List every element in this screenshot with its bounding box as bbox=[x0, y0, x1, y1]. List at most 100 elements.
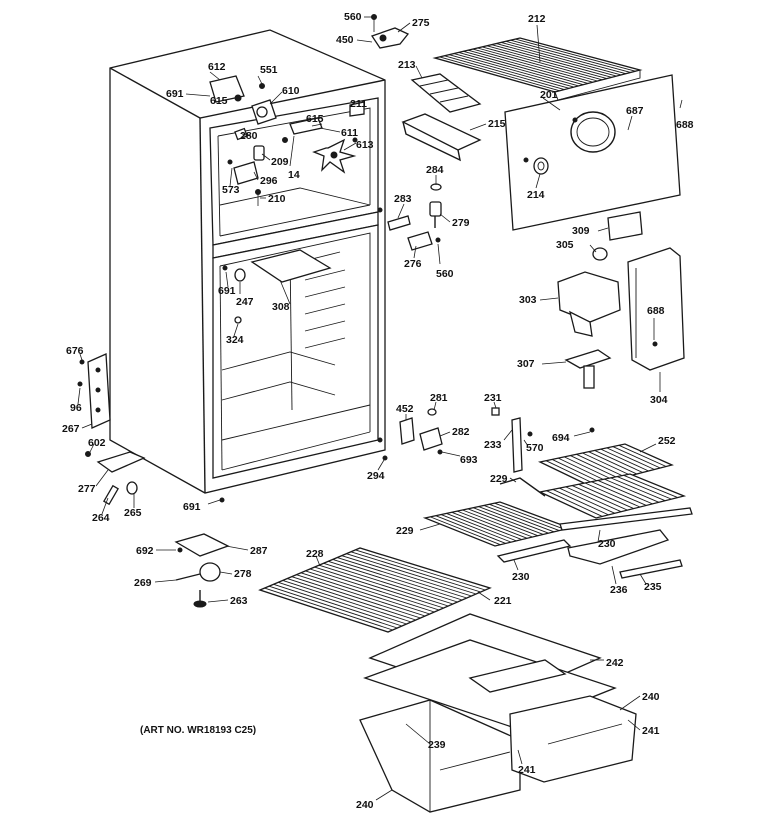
duct-cover-304 bbox=[627, 247, 685, 371]
callout-687: 687 bbox=[626, 105, 644, 117]
air-duct-303 bbox=[557, 271, 621, 337]
callout-305: 305 bbox=[556, 239, 574, 251]
callout-231: 231 bbox=[484, 392, 502, 404]
fan-motor-parts bbox=[209, 75, 365, 206]
callout-280: 280 bbox=[240, 130, 258, 142]
callout-551: 551 bbox=[260, 64, 278, 76]
freezer-shelf-212 bbox=[432, 37, 643, 101]
callout-694: 694 bbox=[552, 432, 570, 444]
evaporator-cover-201 bbox=[504, 74, 681, 231]
leveling-parts bbox=[174, 533, 230, 608]
shelf-252 bbox=[537, 443, 674, 487]
callout-282: 282 bbox=[452, 426, 470, 438]
callout-214: 214 bbox=[527, 189, 545, 201]
shelf-229 bbox=[422, 501, 573, 547]
callout-221: 221 bbox=[494, 595, 512, 607]
callout-610: 610 bbox=[282, 85, 300, 97]
callout-692: 692 bbox=[136, 545, 154, 557]
shelf-lower-right bbox=[499, 473, 687, 519]
leader-lines bbox=[77, 16, 683, 801]
callout-691: 691 bbox=[166, 88, 184, 100]
center-hardware bbox=[399, 407, 595, 473]
callout-267: 267 bbox=[62, 423, 80, 435]
callout-263: 263 bbox=[230, 595, 248, 607]
callout-281: 281 bbox=[430, 392, 448, 404]
callout-229: 229 bbox=[490, 473, 508, 485]
shelf-rail-235 bbox=[619, 559, 683, 579]
callout-303: 303 bbox=[519, 294, 537, 306]
callout-560: 560 bbox=[344, 11, 362, 23]
callout-212: 212 bbox=[528, 13, 546, 25]
callout-276: 276 bbox=[404, 258, 422, 270]
callout-239: 239 bbox=[428, 739, 446, 751]
callout-452: 452 bbox=[396, 403, 414, 415]
callout-209: 209 bbox=[271, 156, 289, 168]
ice-tray-213 bbox=[410, 73, 482, 113]
thermostat-284-279 bbox=[429, 183, 442, 228]
callout-612: 612 bbox=[208, 61, 226, 73]
callout-96: 96 bbox=[70, 402, 82, 414]
callout-229-b: 229 bbox=[396, 525, 414, 537]
callout-307: 307 bbox=[517, 358, 535, 370]
ice-bin-215 bbox=[401, 113, 482, 162]
callout-210: 210 bbox=[268, 193, 286, 205]
callout-14: 14 bbox=[288, 169, 300, 181]
callout-233: 233 bbox=[484, 439, 502, 451]
callout-573: 573 bbox=[222, 184, 240, 196]
cabinet bbox=[109, 29, 386, 494]
callout-269: 269 bbox=[134, 577, 152, 589]
callout-560-b: 560 bbox=[436, 268, 454, 280]
art-number-caption: (ART NO. WR18193 C25) bbox=[140, 725, 256, 736]
callout-284: 284 bbox=[426, 164, 444, 176]
callout-570: 570 bbox=[526, 442, 544, 454]
callout-283: 283 bbox=[394, 193, 412, 205]
callout-247: 247 bbox=[236, 296, 254, 308]
label-309 bbox=[607, 211, 643, 241]
callout-230: 230 bbox=[598, 538, 616, 550]
callout-693: 693 bbox=[460, 454, 478, 466]
callout-240: 240 bbox=[642, 691, 660, 703]
callout-213: 213 bbox=[398, 59, 416, 71]
callout-236: 236 bbox=[610, 584, 628, 596]
hinge-left bbox=[77, 353, 111, 457]
shelf-rails-230 bbox=[496, 507, 693, 565]
callout-242: 242 bbox=[606, 657, 624, 669]
callout-252: 252 bbox=[658, 435, 676, 447]
callout-296: 296 bbox=[260, 175, 278, 187]
callout-691-b: 691 bbox=[218, 285, 236, 297]
callout-228: 228 bbox=[306, 548, 324, 560]
fresh-food-parts bbox=[222, 249, 332, 324]
callout-240-b: 240 bbox=[356, 799, 374, 811]
callout-294: 294 bbox=[367, 470, 385, 482]
shelf-228 bbox=[258, 547, 492, 633]
callout-688: 688 bbox=[676, 119, 694, 131]
callout-278: 278 bbox=[234, 568, 252, 580]
callout-602: 602 bbox=[88, 437, 106, 449]
knob-305 bbox=[592, 247, 608, 261]
callout-615-b: 615 bbox=[306, 113, 324, 125]
callout-611: 611 bbox=[341, 127, 358, 139]
callout-688-b: 688 bbox=[647, 305, 665, 317]
callout-230-b: 230 bbox=[512, 571, 530, 583]
callout-450: 450 bbox=[336, 34, 354, 46]
callout-309: 309 bbox=[572, 225, 590, 237]
bracket-283-276 bbox=[387, 215, 441, 251]
callout-211: 211 bbox=[350, 98, 367, 110]
callout-304: 304 bbox=[650, 394, 668, 406]
callout-287: 287 bbox=[250, 545, 268, 557]
damper-307 bbox=[564, 349, 612, 389]
control-knob-214 bbox=[533, 157, 549, 175]
callout-201: 201 bbox=[540, 89, 558, 101]
callout-265: 265 bbox=[124, 507, 142, 519]
callout-264: 264 bbox=[92, 512, 110, 524]
fan-bracket-275 bbox=[370, 14, 410, 49]
callout-615: 615 bbox=[210, 95, 228, 107]
callout-613: 613 bbox=[356, 139, 374, 151]
callout-676: 676 bbox=[66, 345, 84, 357]
callout-241-b: 241 bbox=[518, 764, 536, 776]
callout-279: 279 bbox=[452, 217, 470, 229]
callout-labels: 560 275 450 212 213 201 687 688 215 284 … bbox=[62, 11, 694, 811]
callout-215: 215 bbox=[488, 118, 506, 130]
crisper-drawer-right bbox=[509, 695, 637, 783]
